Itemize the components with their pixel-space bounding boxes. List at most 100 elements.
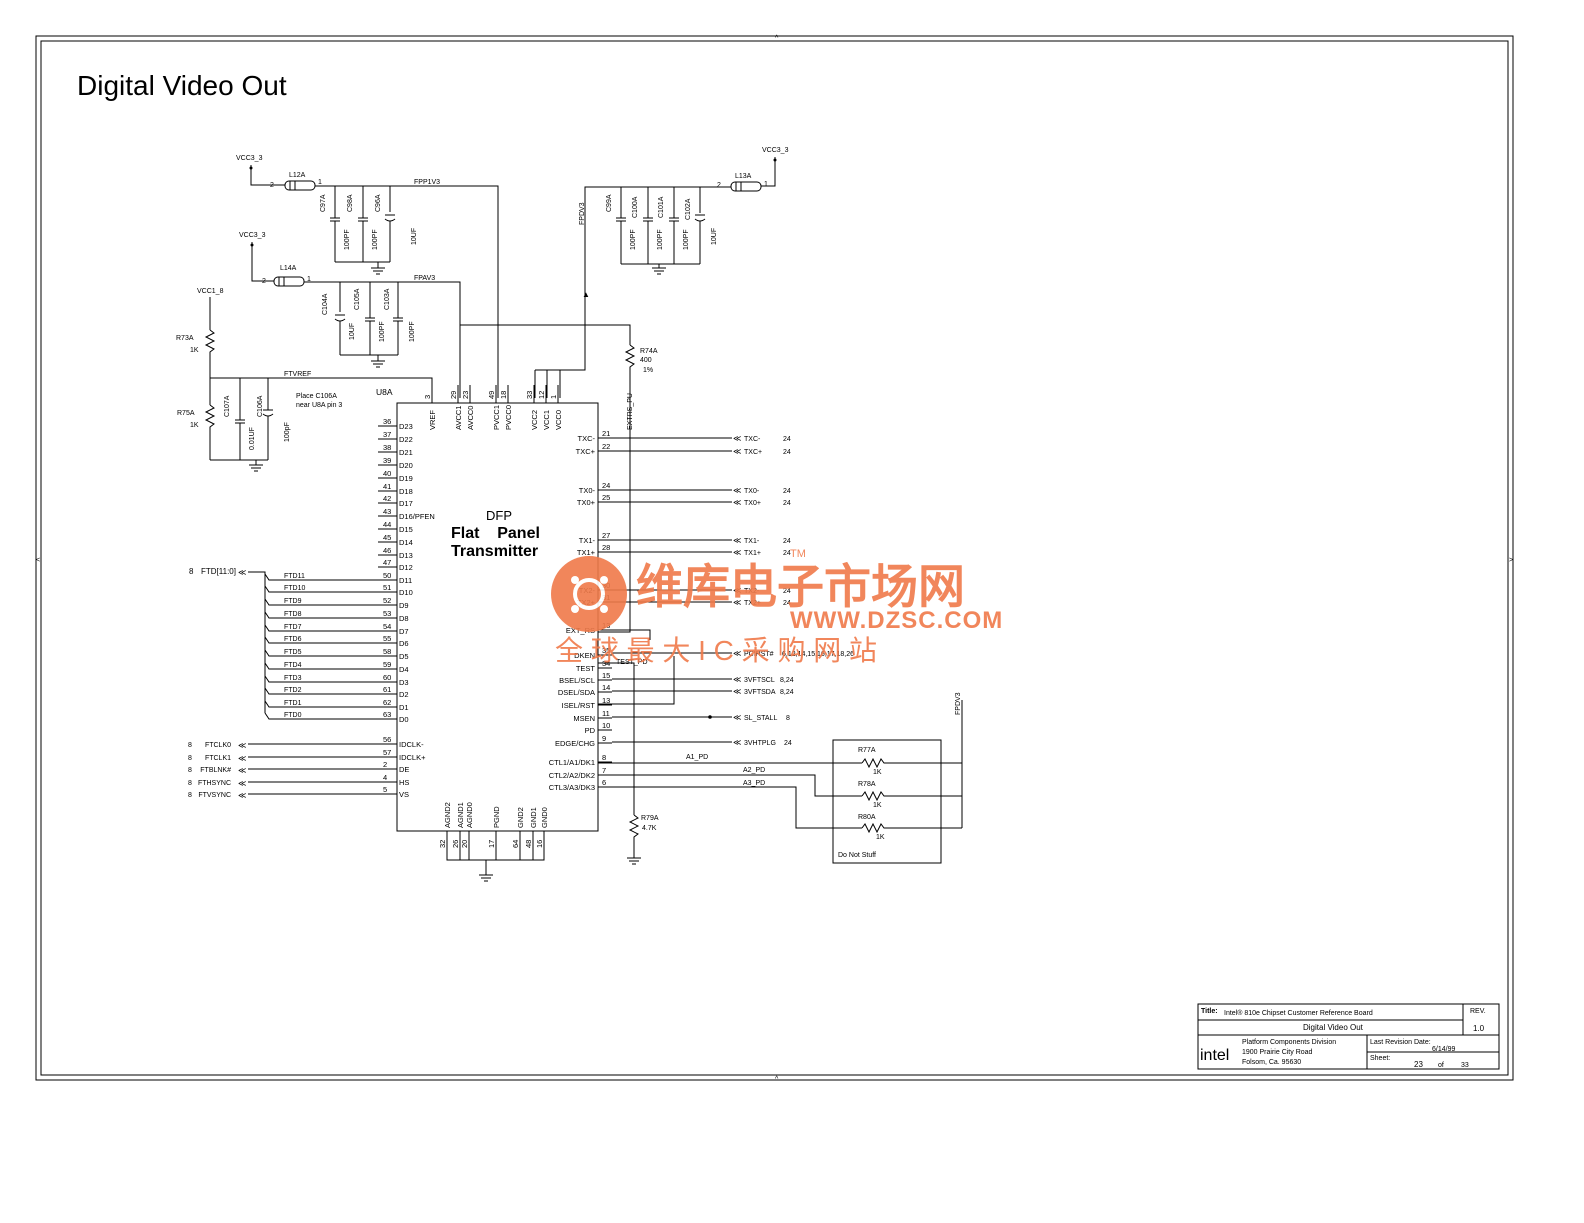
r75a-label: R75A — [177, 410, 195, 417]
bus-entry — [264, 649, 378, 657]
chip-bottom-pins: 32AGND226AGND120AGND017PGND64GND248GND11… — [438, 802, 549, 850]
pin-number: 24 — [602, 481, 610, 490]
pin-name: GND1 — [529, 807, 538, 828]
outer-frame — [35, 35, 1514, 1081]
c97a-label: C97A — [320, 194, 327, 212]
r74a-value: 400 — [640, 357, 652, 364]
watermark-url: WWW.DZSC.COM — [790, 607, 1003, 634]
a1-pd-label: A1_PD — [686, 754, 708, 761]
pin-number: 26 — [451, 840, 460, 848]
pin-number: 40 — [383, 469, 391, 478]
pin-name: AGND0 — [465, 802, 474, 828]
bus-net-label: FTD4 — [284, 662, 302, 669]
pin-name: D3 — [399, 678, 409, 687]
fpp1v3-label: FPP1V3 — [414, 179, 440, 186]
vcc33-label-2: VCC3_3 — [239, 232, 266, 239]
pin-number: 54 — [383, 622, 391, 631]
pin-name: D7 — [399, 627, 409, 636]
cap-c102a — [694, 214, 706, 264]
bus-entry — [264, 675, 378, 683]
pin-name: AGND1 — [456, 802, 465, 828]
pin-name: D18 — [399, 487, 413, 496]
inner-frame — [40, 40, 1509, 1076]
resistor-r75a — [204, 404, 216, 460]
offpage-arrow-icon: ≪ — [733, 738, 741, 747]
do-not-stuff-box — [832, 739, 942, 864]
svg-text:2: 2 — [262, 278, 266, 285]
tb-org-2: 1900 Prairie City Road — [1242, 1049, 1313, 1056]
right-signals: ≪TXC-24≪TXC+24≪TX0-24≪TX0+24≪TX1-24≪TX1+… — [612, 434, 854, 747]
tb-date-label: Last Revision Date: — [1370, 1039, 1431, 1046]
l13a-label: L13A — [735, 173, 752, 180]
pin-name: D15 — [399, 525, 413, 534]
pin-name: PGND — [492, 806, 501, 828]
test-pd-label: TEST_PD — [616, 659, 648, 666]
extrs-pu-label: EXTRS_PU — [627, 393, 634, 430]
c106a-value: 100pF — [284, 422, 291, 442]
fpdv3-right-label: FPDV3 — [955, 692, 962, 715]
pin-number: 10 — [602, 721, 610, 730]
right-signal-sheet: 8 — [786, 715, 790, 722]
offpage-arrow-icon: ≪ — [238, 741, 246, 750]
svg-text:2: 2 — [717, 182, 721, 189]
c99a-label: C99A — [606, 194, 613, 212]
pin-name: CTL3/A3/DK3 — [549, 783, 595, 792]
svg-text:▲: ▲ — [582, 290, 590, 299]
offpage-arrow-icon: ≪ — [733, 713, 741, 722]
pin-name: D10 — [399, 588, 413, 597]
pin-name: AGND2 — [443, 802, 452, 828]
c101a-value: 100PF — [683, 229, 690, 250]
pin-name: GND0 — [540, 807, 549, 828]
left-signal-sheet: 8 — [188, 767, 192, 774]
bus-entry — [264, 624, 378, 632]
pin-name: HS — [399, 778, 409, 787]
offpage-arrow-icon: ≪ — [238, 766, 246, 775]
pin-name: D21 — [399, 448, 413, 457]
pin-name: D0 — [399, 715, 409, 724]
pin-number: 1 — [549, 395, 558, 399]
left-signal-name: FTCLK0 — [205, 742, 231, 749]
pin-name: AVCC0 — [466, 406, 475, 430]
right-signal-name: 3VFTSCL — [744, 677, 775, 684]
pin-number: 35 — [602, 646, 610, 655]
c103a-value: 100PF — [409, 321, 416, 342]
right-signal-name: 3VFTSDA — [744, 689, 776, 696]
pin-number: 16 — [535, 840, 544, 848]
resistor-r78a — [861, 790, 962, 802]
r74a-label: R74A — [640, 348, 658, 355]
pin-name: IDCLK- — [399, 740, 424, 749]
chip-name-transmitter: Transmitter — [451, 543, 538, 560]
bus-label: FTD[11:0] — [201, 567, 236, 576]
left-signal-sheet: 8 — [188, 780, 192, 787]
r77a-value: 1K — [873, 769, 882, 776]
r79a-label: R79A — [641, 815, 659, 822]
pin-number: 13 — [602, 696, 610, 705]
right-signal-name: TXC+ — [744, 449, 762, 456]
right-signal-sheet: 24 — [783, 538, 791, 545]
c107a-value: 0.01UF — [249, 427, 256, 450]
svg-text:1: 1 — [307, 276, 311, 283]
r77a-label: R77A — [858, 747, 876, 754]
bus-net-label: FTD11 — [284, 573, 305, 580]
pin-name: EDGE/CHG — [555, 739, 595, 748]
cap-c97a — [330, 217, 340, 262]
bus-net-label: FTD2 — [284, 687, 302, 694]
right-signal-sheet: 24 — [784, 740, 792, 747]
pin-number: 37 — [383, 430, 391, 439]
offpage-arrow-icon: ≪ — [238, 754, 246, 763]
c99a-value: 100PF — [630, 229, 637, 250]
pin-name: D14 — [399, 538, 413, 547]
ftvref-label: FTVREF — [284, 371, 311, 378]
pin-number: 50 — [383, 571, 391, 580]
pin-name: DKEN — [574, 651, 595, 660]
offpage-arrow-icon: ≪ — [733, 675, 741, 684]
tb-org-3: Folsom, Ca. 95630 — [1242, 1059, 1301, 1066]
pin-name: D4 — [399, 665, 409, 674]
pin-number: 27 — [602, 531, 610, 540]
pin-name: D11 — [399, 576, 412, 585]
right-signal-sheet: 24 — [783, 550, 791, 557]
pin-number: 61 — [383, 685, 391, 694]
pin-number: 44 — [383, 520, 391, 529]
pin-number: 15 — [602, 671, 610, 680]
right-signal-name: 3VHTPLG — [744, 740, 776, 747]
